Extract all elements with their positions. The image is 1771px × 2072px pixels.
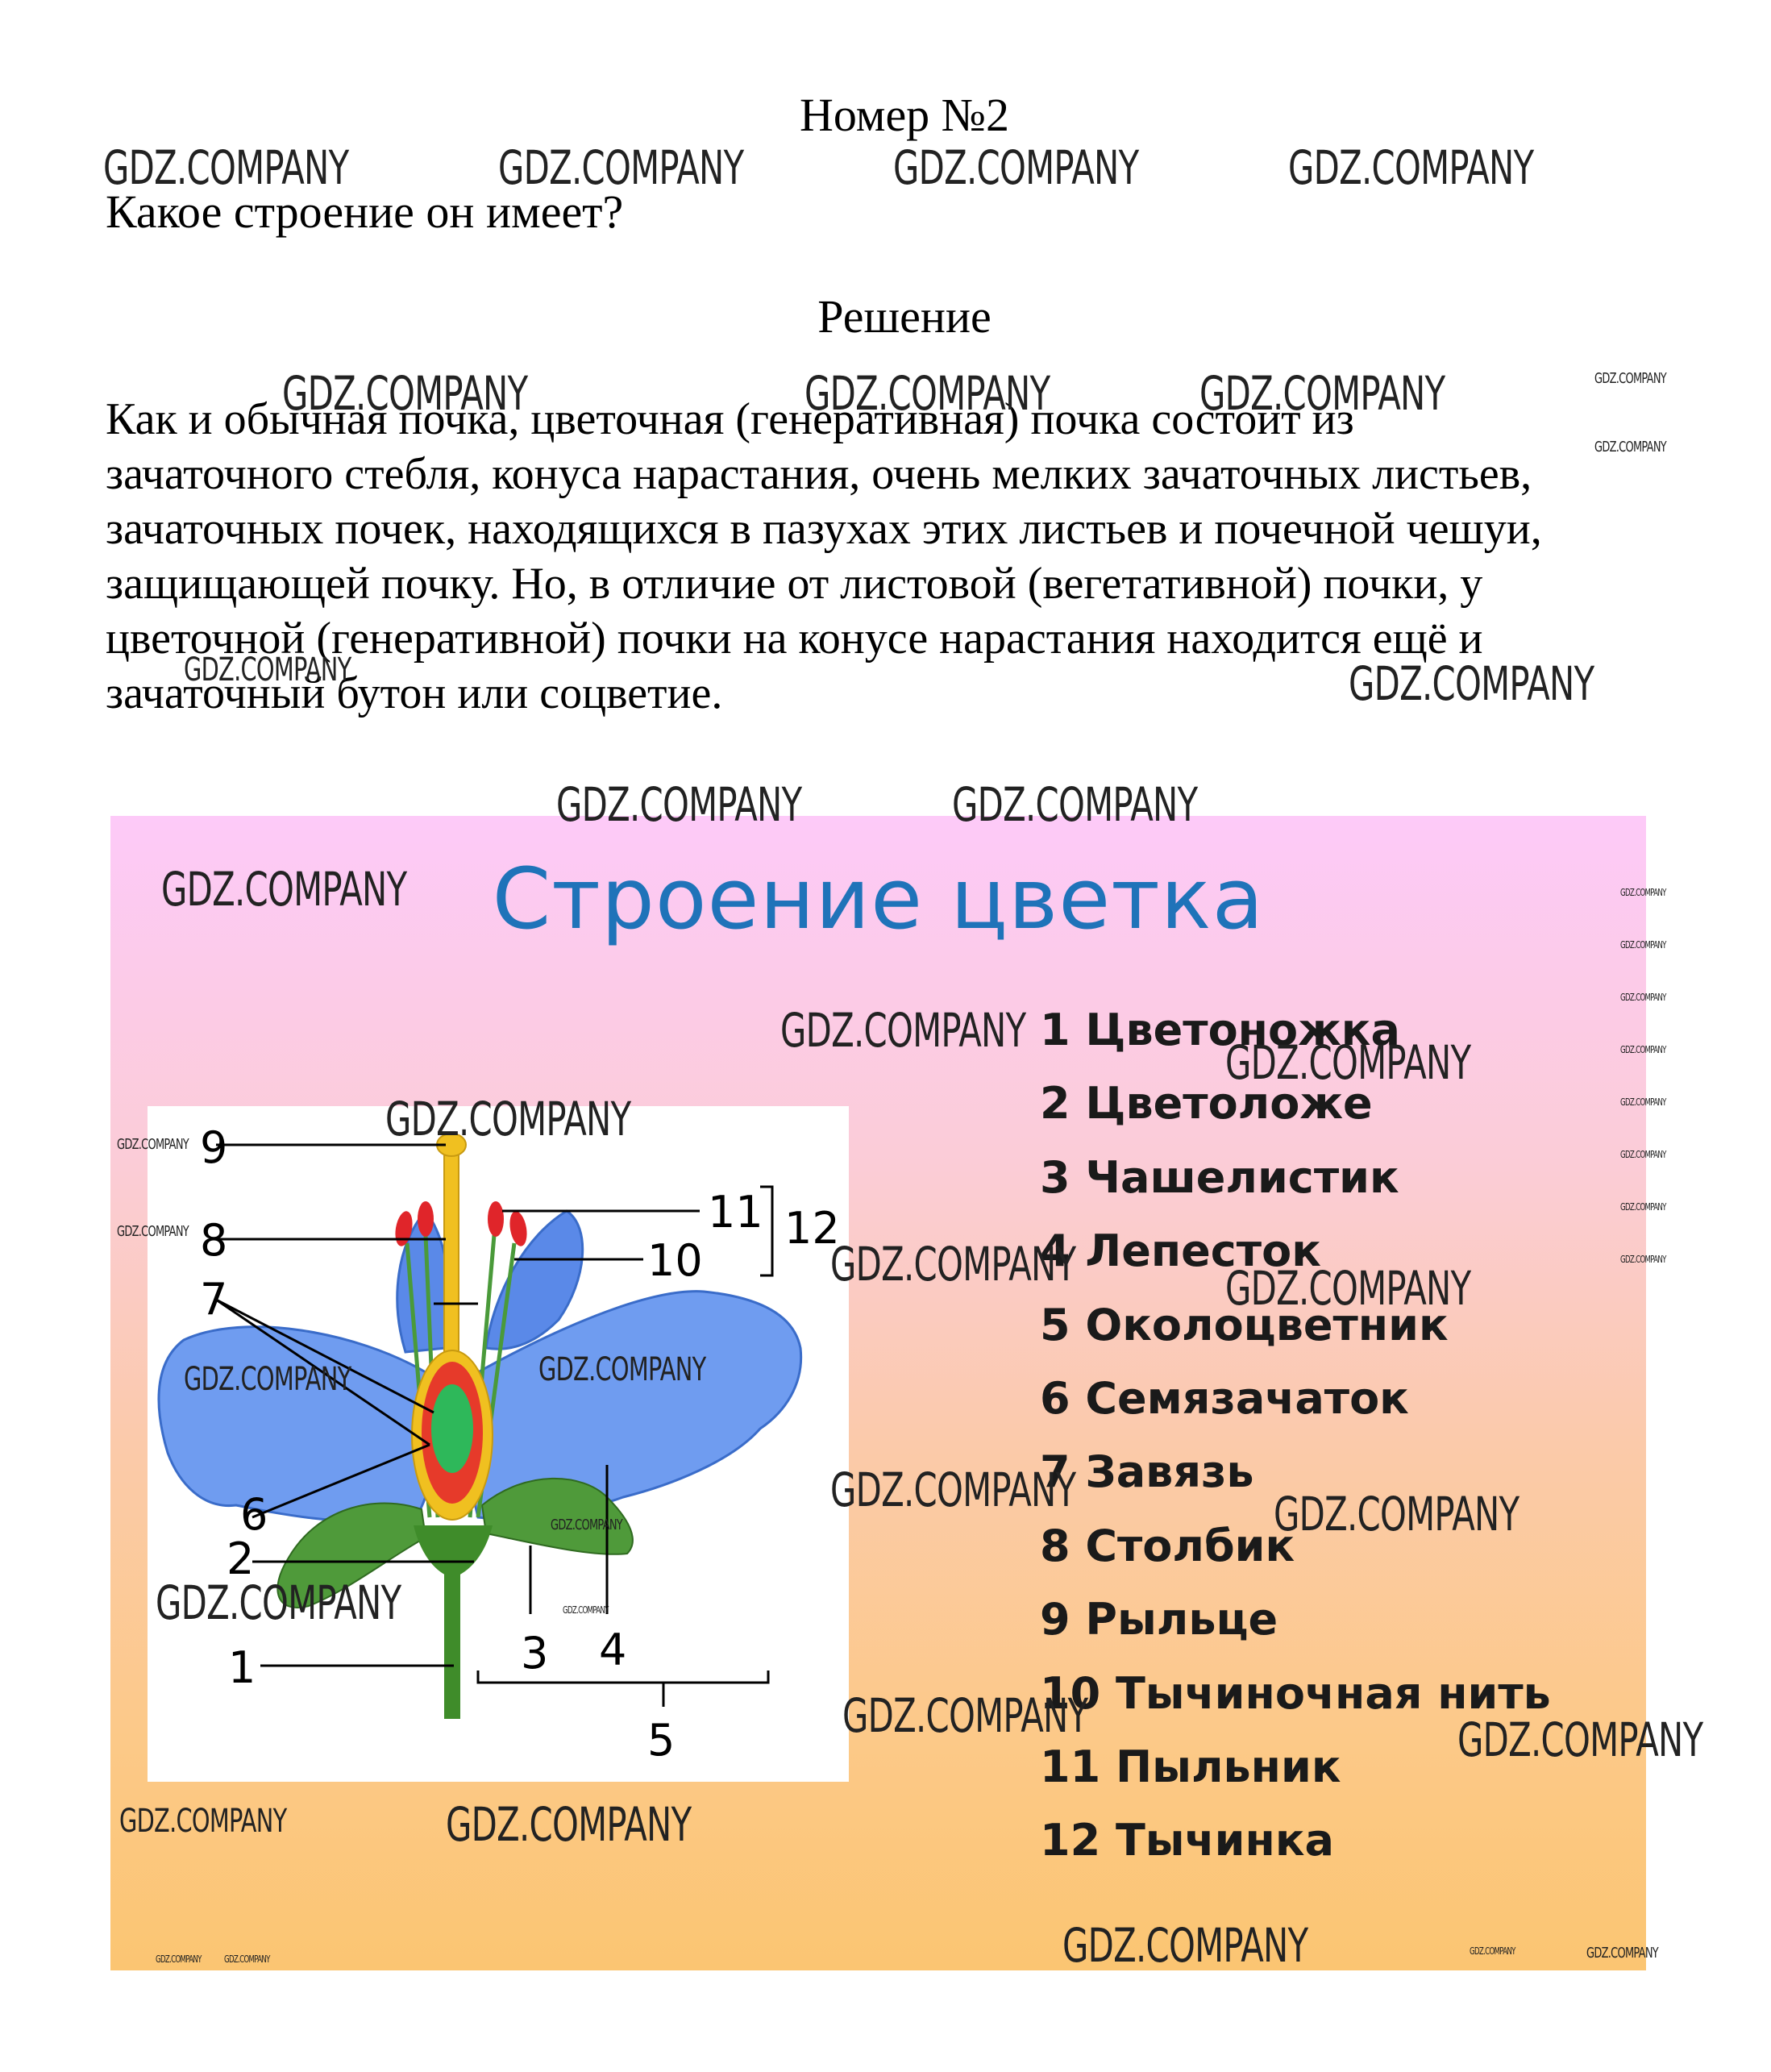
answer-line: цветочной (генеративной) почки на конусе… — [106, 614, 1483, 664]
anther — [418, 1201, 434, 1237]
legend-item: 10 Тычиночная нить — [1040, 1667, 1551, 1719]
legend-item: 6 Семязачаток — [1040, 1373, 1409, 1425]
receptacle — [414, 1525, 493, 1578]
question-text: Какое строение он имеет? — [106, 185, 624, 238]
diagram-label-7: 7 — [200, 1274, 227, 1325]
flower-diagram: 9 8 7 6 2 1 4 3 5 11 10 12 — [148, 1106, 849, 1782]
legend-item: 12 Тычинка — [1040, 1815, 1334, 1866]
diagram-label-1: 1 — [228, 1642, 256, 1693]
left-petal — [157, 1325, 437, 1524]
diagram-label-6: 6 — [240, 1489, 268, 1540]
legend-item: 11 Пыльник — [1040, 1741, 1341, 1793]
diagram-label-9: 9 — [200, 1122, 227, 1173]
diagram-label-10: 10 — [647, 1235, 703, 1286]
answer-line: зачаточный бутон или соцветие. — [106, 668, 723, 718]
legend-item: 1 Цветоножка — [1040, 1005, 1400, 1055]
diagram-label-12: 12 — [784, 1203, 840, 1254]
stem — [444, 1558, 460, 1719]
legend-item: 9 Рыльце — [1040, 1594, 1278, 1646]
legend-item: 3 Чашелистик — [1040, 1151, 1399, 1203]
anther — [395, 1211, 413, 1246]
answer-line: зачаточного стебля, конуса нарастания, о… — [106, 449, 1532, 499]
legend-item: 4 Лепесток — [1040, 1225, 1321, 1277]
diagram-label-4: 4 — [599, 1625, 626, 1675]
answer-line: зачаточных почек, находящихся в пазухах … — [106, 504, 1542, 554]
legend-list: 1 Цветоножка 2 Цветоложе 3 Чашелистик 4 … — [1040, 993, 1551, 1878]
legend-item: 2 Цветоложе — [1040, 1078, 1373, 1130]
diagram-label-11: 11 — [708, 1187, 763, 1238]
answer-line: защищающей почку. Но, в отличие от листо… — [106, 559, 1483, 609]
pistil-style — [443, 1142, 459, 1377]
ovule — [431, 1384, 473, 1473]
right-sepal — [480, 1477, 634, 1555]
solution-title: Решение — [817, 290, 992, 343]
diagram-label-5: 5 — [647, 1715, 675, 1766]
legend-item: 7 Завязь — [1040, 1446, 1254, 1498]
slide-title: Строение цветка — [492, 850, 1265, 948]
diagram-label-3: 3 — [521, 1628, 548, 1679]
legend-item: 5 Околоцветник — [1040, 1299, 1449, 1350]
watermark: GDZ.COMPANY — [893, 140, 1139, 195]
watermark: GDZ.COMPANY — [1288, 140, 1534, 195]
diagram-label-8: 8 — [200, 1215, 227, 1266]
answer-line: Как и обычная почка, цветочная (генерати… — [106, 394, 1354, 444]
legend-item: 8 Столбик — [1040, 1520, 1295, 1571]
diagram-label-2: 2 — [227, 1533, 254, 1584]
anther — [488, 1201, 504, 1237]
left-sepal — [276, 1502, 427, 1608]
document-title: Номер №2 — [799, 89, 1010, 141]
answer-paragraph: Как и обычная почка, цветочная (генерати… — [106, 392, 1686, 721]
anther — [509, 1211, 527, 1246]
watermark: GDZ.COMPANY — [1594, 370, 1667, 387]
